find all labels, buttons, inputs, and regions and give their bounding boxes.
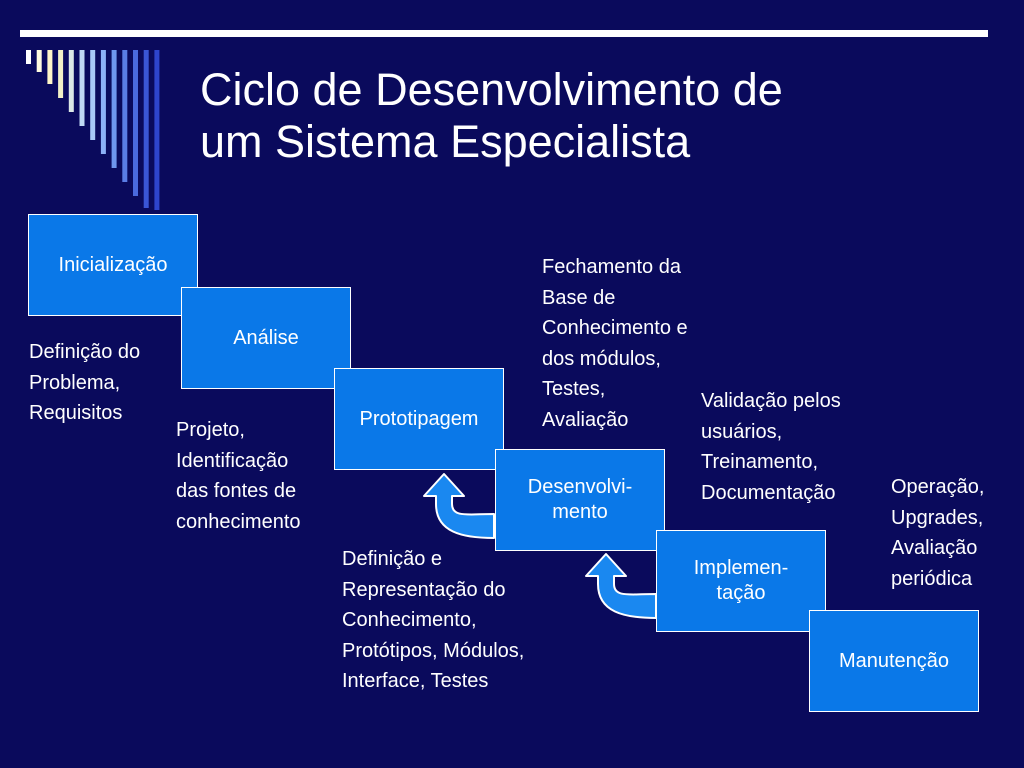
decorative-stripe — [26, 50, 31, 64]
decorative-stripe — [122, 50, 128, 182]
note-desenvolvimento: Fechamento da Base de Conhecimento e dos… — [542, 256, 688, 431]
decorative-stripe — [154, 50, 160, 210]
stage-inicializacao: Inicialização — [28, 214, 198, 316]
curved-up-arrow-icon — [423, 473, 495, 539]
note-manutencao: Operação, Upgrades, Avaliação periódica — [891, 476, 985, 590]
note-inicializacao: Definição do Problema, Requisitos — [29, 341, 141, 424]
note-implementacao: Validação pelos usuários, Treinamento, D… — [701, 390, 841, 504]
note-prototipagem: Definição e Representação do Conheciment… — [342, 548, 525, 692]
stage-desenvolvimento: Desenvolvi- mento — [495, 449, 665, 551]
decorative-stripe — [36, 50, 42, 72]
stage-analise: Análise — [181, 287, 351, 389]
slide-title-line-2: um Sistema Especialista — [200, 116, 691, 167]
decorative-stripe — [111, 50, 117, 168]
decorative-stripe — [90, 50, 96, 140]
slide-title: Ciclo de Desenvolvimento de um Sistema E… — [200, 64, 980, 168]
decorative-stripe — [100, 50, 106, 154]
note-analise: Projeto, Identificação das fontes de con… — [176, 419, 301, 533]
decorative-stripe — [68, 50, 74, 112]
title-rule — [20, 30, 988, 37]
stage-prototipagem: Prototipagem — [334, 368, 504, 470]
decorative-stripe — [58, 50, 64, 98]
decorative-stripe — [133, 50, 138, 196]
decorative-stripes — [26, 50, 160, 210]
decorative-stripe — [143, 50, 149, 208]
stage-implementacao: Implemen- tação — [656, 530, 826, 632]
decorative-stripe — [79, 50, 85, 126]
slide-title-line-1: Ciclo de Desenvolvimento de — [200, 64, 783, 115]
stage-manutencao: Manutenção — [809, 610, 979, 712]
decorative-stripe — [47, 50, 53, 84]
curved-up-arrow-icon — [585, 553, 657, 619]
